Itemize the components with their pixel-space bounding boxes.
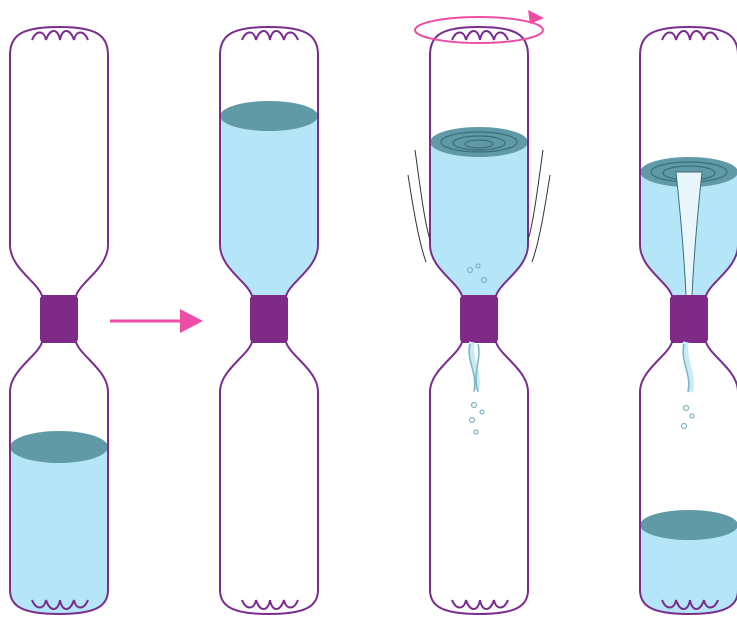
- cap-ridges-top: [452, 31, 508, 40]
- water-surface: [10, 431, 108, 463]
- panel-bottom-filled: [10, 27, 108, 614]
- water-surface: [220, 101, 318, 131]
- panel-flipped: [220, 27, 318, 614]
- bubbles: [682, 406, 695, 429]
- water-stream: [683, 342, 691, 392]
- panel-swirled: [408, 10, 550, 614]
- cap-ridges-top: [32, 31, 88, 40]
- cap-ridges-top: [662, 31, 718, 40]
- cap-ridges-bottom: [242, 600, 298, 609]
- cap-ridges-bottom: [452, 600, 508, 609]
- water-stream: [469, 342, 479, 392]
- water-top: [220, 116, 318, 296]
- connector: [40, 296, 78, 342]
- right-arrow-icon: [110, 309, 203, 333]
- connector: [250, 296, 288, 342]
- connector: [670, 296, 708, 342]
- bottom-bottle-outline: [220, 342, 318, 614]
- water-bottom: [10, 448, 108, 614]
- top-bottle-outline: [10, 27, 108, 296]
- cap-ridges-top: [242, 31, 298, 40]
- water-surface: [640, 510, 737, 540]
- panel-vortex: [640, 27, 737, 614]
- connector: [460, 296, 498, 342]
